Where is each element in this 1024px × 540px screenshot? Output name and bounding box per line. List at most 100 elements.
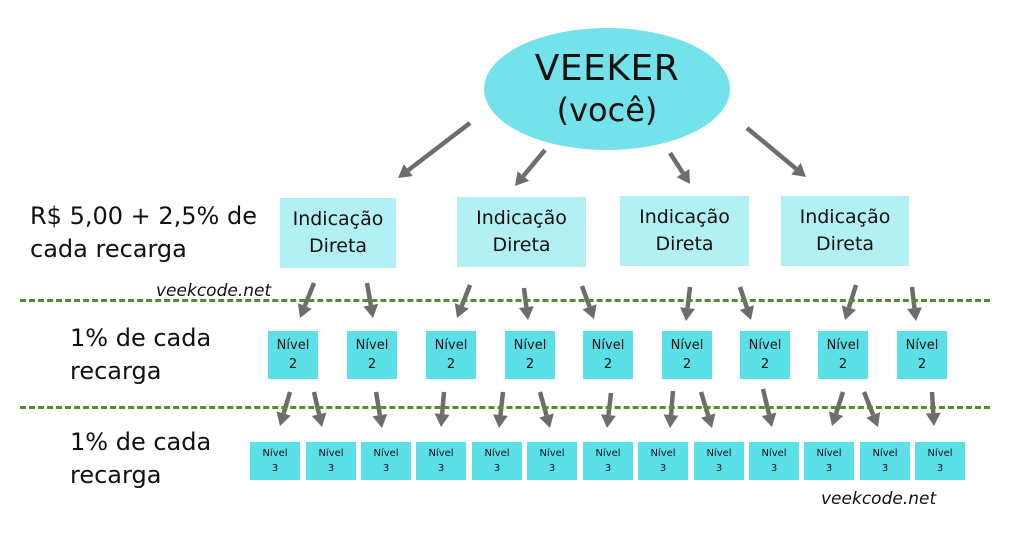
arrow	[276, 391, 293, 426]
node-line2: 2	[838, 357, 848, 372]
level-3-node: Nível 3	[527, 442, 577, 480]
node-line1: Nível	[276, 338, 310, 353]
node-line2: 3	[327, 463, 335, 474]
node-line2: Direta	[815, 233, 875, 255]
arrow	[698, 391, 716, 428]
arrow	[745, 126, 806, 177]
node-line1: Nível	[595, 448, 621, 459]
node-line1: Nível	[434, 338, 468, 353]
arrow	[515, 148, 547, 186]
arrow	[434, 391, 450, 427]
node-line1: Indicação	[639, 206, 730, 228]
arrow	[861, 391, 881, 427]
node-line1: Nível	[706, 448, 732, 459]
level-3-node: Nível 3	[638, 442, 688, 480]
node-line2: 2	[446, 357, 456, 372]
node-line1: Nível	[513, 338, 547, 353]
node-line1: Nível	[670, 338, 704, 353]
arrow	[537, 391, 554, 428]
arrow	[663, 390, 679, 428]
level-3-label-line2: recarga	[70, 461, 162, 489]
node-line2: 3	[825, 463, 833, 474]
level-3-node: Nível 3	[250, 442, 300, 480]
arrow	[454, 284, 473, 318]
node-line1: Nível	[872, 448, 898, 459]
node-line1: Nível	[927, 448, 953, 459]
node-line2: Direta	[655, 233, 714, 255]
arrow	[828, 391, 846, 426]
level-2-label-line2: recarga	[70, 357, 162, 385]
node-line2: 2	[682, 357, 692, 372]
level-1-label: R$ 5,00 + 2,5% de cada recarga	[30, 200, 257, 266]
level-2-node: Nível 2	[897, 331, 947, 379]
node-line2: 2	[760, 357, 770, 372]
node-line2: 3	[604, 463, 612, 474]
level-3-label-line1: 1% de cada	[70, 428, 212, 456]
level-1-label-line1: R$ 5,00 + 2,5% de	[30, 202, 257, 230]
node-line1: Nível	[262, 448, 288, 459]
node-line1: Nível	[373, 448, 399, 459]
root-title: VEEKER	[534, 48, 680, 89]
node-line2: 3	[271, 463, 279, 474]
node-line2: 3	[659, 463, 667, 474]
node-line2: 3	[437, 463, 445, 474]
node-line2: 2	[603, 357, 613, 372]
level-3-node: Nível 3	[583, 442, 633, 480]
level-3-label: 1% de cada recarga	[70, 426, 211, 492]
node-line1: Indicação	[292, 208, 384, 230]
level-3-node: Nível 3	[915, 442, 965, 480]
arrow	[579, 285, 597, 319]
node-line1: Indicação	[476, 207, 567, 229]
node-line2: 3	[382, 463, 390, 474]
node-line2: 3	[548, 463, 556, 474]
arrow	[601, 392, 616, 428]
node-line2: 2	[917, 357, 927, 372]
node-line1: Nível	[355, 338, 389, 353]
arrow	[668, 151, 690, 184]
node-line2: 2	[525, 357, 535, 372]
node-line1: Nível	[826, 338, 860, 353]
node-line1: Indicação	[799, 206, 891, 228]
node-line2: 2	[288, 357, 298, 372]
level-3-node: Nível 3	[361, 442, 411, 480]
arrow	[841, 284, 859, 320]
level-2-node: Nível 2	[505, 331, 555, 379]
node-line2: Direta	[308, 235, 368, 257]
node-line1: Nível	[761, 448, 787, 459]
arrow	[372, 391, 388, 428]
node-line2: 3	[715, 463, 723, 474]
level-2-node: Nível 2	[583, 331, 633, 379]
level-2-node: Nível 2	[268, 331, 318, 379]
arrow	[907, 286, 922, 321]
direct-referral-node: Indicação Direta	[781, 196, 909, 266]
watermark: veekcode.net	[821, 489, 937, 509]
node-line1: Nível	[539, 448, 565, 459]
level-3-node: Nível 3	[694, 442, 744, 480]
node-line1: Nível	[816, 448, 842, 459]
direct-referral-node: Indicação Direta	[620, 196, 749, 266]
node-line1: Nível	[905, 338, 939, 353]
arrow	[518, 287, 534, 320]
arrow	[311, 391, 327, 427]
direct-referral-node: Indicação Direta	[457, 197, 586, 267]
node-line2: 3	[936, 463, 944, 474]
node-line1: Nível	[650, 448, 676, 459]
level-2-node: Nível 2	[740, 331, 790, 379]
node-line1: Nível	[748, 338, 782, 353]
level-2-node: Nível 2	[347, 331, 397, 379]
watermark: veekcode.net	[156, 281, 272, 301]
node-line1: Nível	[591, 338, 625, 353]
node-line2: 3	[770, 463, 778, 474]
level-3-node: Nível 3	[804, 442, 854, 480]
root-subtitle: (você)	[556, 91, 658, 129]
level-3-node: Nível 3	[749, 442, 799, 480]
node-line2: 2	[367, 357, 377, 372]
node-line1: Nível	[318, 448, 344, 459]
node-line2: Direta	[492, 234, 551, 256]
arrow	[398, 121, 472, 178]
arrow	[737, 286, 755, 320]
